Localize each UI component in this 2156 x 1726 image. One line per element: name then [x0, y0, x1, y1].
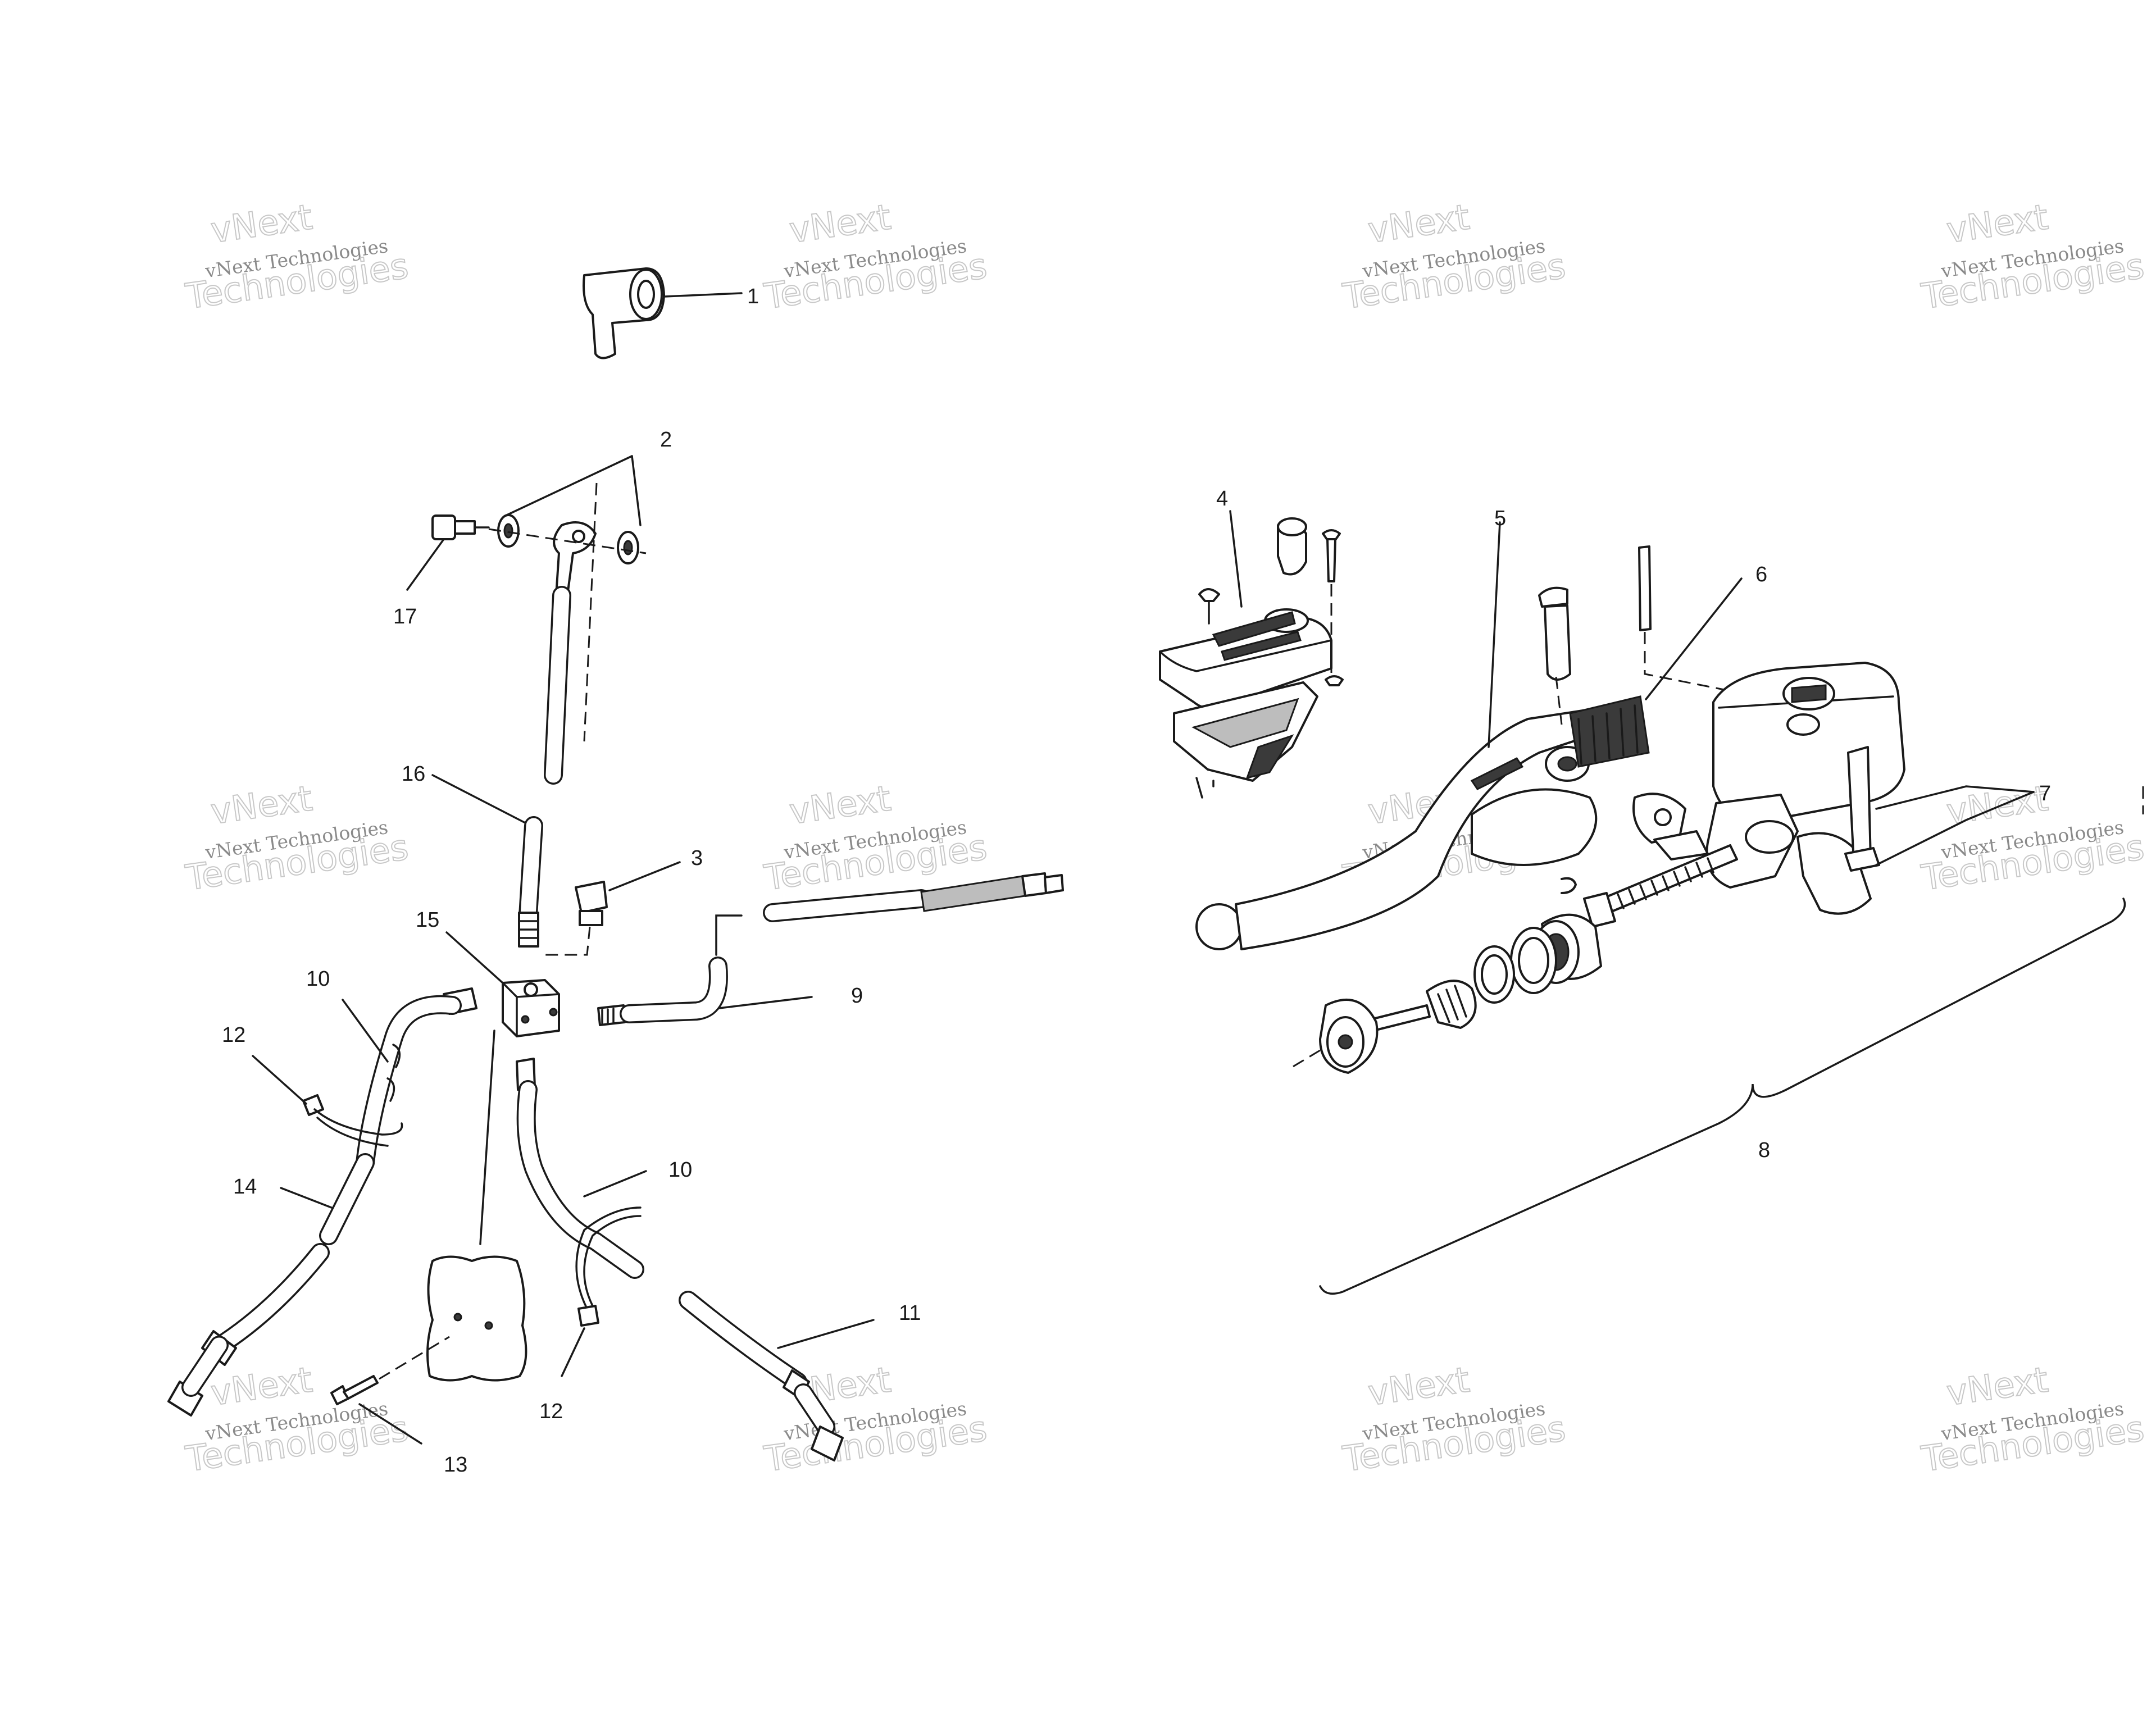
callout-7: 7 [2039, 782, 2051, 805]
watermark-line1: vNext [208, 196, 315, 251]
callout-6: 6 [1755, 563, 1767, 586]
mounting-bracket [426, 1255, 527, 1382]
part-7-master-cylinder-body [1632, 662, 2035, 915]
callout-4: 4 [1216, 487, 1228, 511]
callout-13: 13 [444, 1453, 467, 1477]
part-17-banjo-bolt [406, 514, 490, 591]
part-9-brake-line [597, 872, 1064, 1026]
part-4-reservoir-cover [1159, 510, 1344, 799]
watermark-line1: vNext [787, 196, 894, 251]
part-14-hose [167, 1153, 375, 1417]
callout-9: 9 [851, 984, 863, 1008]
callout-12b: 12 [539, 1400, 563, 1423]
callout-11: 11 [899, 1301, 921, 1325]
callout-1: 1 [747, 285, 759, 308]
part-16-vertical-hose [431, 586, 571, 948]
callout-10b: 10 [668, 1158, 692, 1182]
part-12-left-clamp [252, 1055, 403, 1147]
part-5-brake-lever [1195, 521, 1612, 950]
callout-5: 5 [1494, 507, 1506, 530]
watermark-line1: vNext [1366, 196, 1472, 251]
part-8-piston-kit [1291, 844, 2126, 1295]
part-10-left-hose [342, 987, 477, 1172]
master-cylinder-assembly [1159, 510, 2144, 1295]
watermark-line1: vNext [208, 1359, 315, 1413]
callout-2: 2 [660, 428, 672, 452]
watermark-line1: vNext [1366, 1359, 1472, 1413]
callout-10a: 10 [306, 967, 330, 991]
part-15-junction-block [445, 931, 560, 1245]
callout-labels: 1 2 3 4 5 6 7 8 9 10 10 11 12 12 13 14 1… [222, 285, 2051, 1477]
part-12-right-clamp [561, 1206, 642, 1377]
brake-line-assembly [167, 267, 1064, 1461]
watermark-line1: vNext [1944, 1359, 2051, 1413]
part-13-bolt [330, 1336, 450, 1445]
part-10-right-hose [516, 1058, 647, 1279]
watermark-line1: vNext [787, 777, 894, 832]
callout-8: 8 [1758, 1138, 1770, 1162]
watermark-line1: vNext [1944, 196, 2051, 251]
callout-14: 14 [233, 1175, 257, 1199]
part-6-pivot-pin [1538, 545, 1743, 768]
watermark-line1: vNext [208, 777, 315, 832]
callout-17: 17 [393, 605, 417, 629]
part-3-brake-switch [542, 861, 681, 956]
part-11-hose [679, 1291, 875, 1461]
callout-12a: 12 [222, 1023, 245, 1047]
callout-15: 15 [416, 908, 439, 932]
part-1-elbow-boot [583, 267, 743, 359]
part-2-washers-banjo [488, 455, 647, 742]
callout-16: 16 [402, 762, 425, 786]
callout-3: 3 [691, 846, 703, 870]
